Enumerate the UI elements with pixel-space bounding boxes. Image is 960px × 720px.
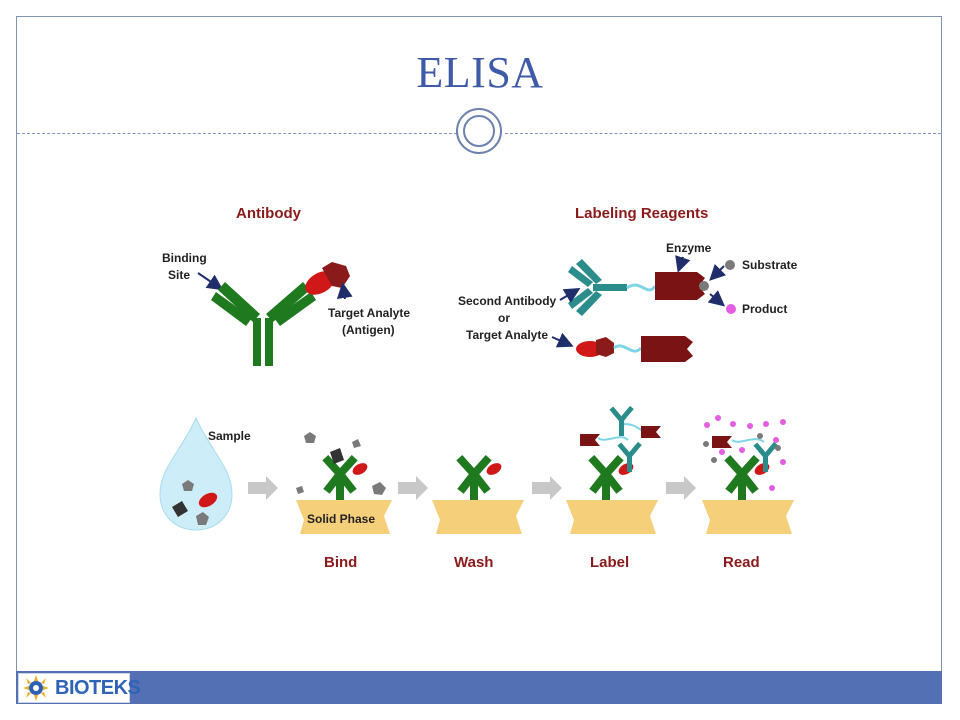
solid-phase-wash-icon — [432, 500, 524, 534]
labeling-target-arrow — [551, 332, 574, 348]
label-enzyme-icon — [580, 434, 600, 446]
binding-site-label-line2: Site — [168, 268, 190, 282]
read-antibody-icon — [724, 454, 760, 500]
sample-label: Sample — [208, 429, 251, 443]
step-label-label: Label — [590, 554, 629, 571]
logo-text: BIOTEKS — [55, 677, 141, 699]
bind-particle-icon — [296, 486, 304, 494]
bound-substrate-icon — [699, 281, 709, 291]
solid-phase-label: Solid Phase — [307, 512, 375, 526]
title-divider-left — [17, 133, 457, 134]
analyte-enzyme-icon — [641, 336, 693, 362]
linker-icon — [626, 283, 657, 292]
step-arrow-icon — [248, 476, 278, 500]
second-antibody-icon — [568, 259, 627, 316]
second-antibody-label: Second Antibody — [458, 294, 557, 308]
product-label: Product — [742, 302, 787, 316]
substrate-label: Substrate — [742, 258, 798, 272]
wash-antibody-icon — [456, 454, 492, 500]
title-divider-right — [505, 133, 941, 134]
analyte-linker-icon — [613, 344, 643, 353]
solid-phase-label-icon — [566, 500, 658, 534]
antigen-icon — [305, 262, 350, 295]
footer-bar — [16, 671, 942, 704]
free-second-antibody-icon — [609, 405, 634, 436]
free-enzyme-icon — [641, 426, 661, 438]
step-arrow-icon — [532, 476, 562, 500]
target-analyte-label: Target Analyte — [328, 306, 410, 320]
bioteks-logo: BIOTEKS — [18, 673, 141, 703]
antibody-heading: Antibody — [236, 205, 302, 222]
bind-particle-icon — [352, 439, 361, 448]
step-bind-label: Bind — [324, 554, 357, 571]
sample-particle-dark-icon — [172, 501, 188, 517]
target-analyte-arrow — [336, 282, 353, 300]
substrate-dot-icon — [725, 260, 735, 270]
solid-phase-read-icon — [702, 500, 794, 534]
labeling-target-analyte-label: Target Analyte — [466, 328, 548, 342]
slide-title: ELISA — [416, 48, 544, 97]
enzyme-arrow — [675, 255, 691, 273]
wash-antigen-icon — [486, 463, 502, 475]
substrate-arrow — [709, 263, 727, 281]
bind-antigen-icon — [352, 463, 368, 475]
labeled-analyte-icon — [576, 337, 614, 357]
labeling-reagents-heading: Labeling Reagents — [575, 205, 708, 222]
label-antibody-icon — [588, 454, 624, 500]
sample-particle-icon — [182, 480, 194, 491]
step-read-label: Read — [723, 554, 760, 571]
solid-phase-icon — [296, 500, 392, 534]
bind-particle-dark-icon — [330, 448, 344, 464]
bind-antibody-icon — [322, 454, 358, 500]
antibody-icon — [211, 282, 316, 366]
step-wash-label: Wash — [454, 554, 493, 571]
product-dot-icon — [726, 304, 736, 314]
or-label: or — [498, 311, 510, 325]
enzyme-icon — [655, 272, 705, 300]
binding-site-label-line1: Binding — [162, 251, 207, 265]
read-linker-icon — [731, 438, 765, 443]
bind-particle-icon — [304, 432, 316, 443]
sample-particle-icon — [196, 512, 209, 525]
second-antibody-arrow — [559, 287, 581, 303]
circle-ornament-icon — [456, 108, 502, 154]
antigen-label: (Antigen) — [342, 323, 395, 337]
step-arrow-icon — [666, 476, 696, 500]
read-enzyme-icon — [712, 436, 732, 448]
read-substrate-dots-icon — [703, 433, 781, 463]
sample-antigen-icon — [198, 492, 218, 508]
bind-particle-icon — [372, 482, 386, 495]
binding-site-arrow — [197, 272, 224, 291]
step-arrow-icon — [398, 476, 428, 500]
sun-logo-icon — [23, 675, 49, 701]
read-product-dots-icon — [704, 415, 786, 491]
product-arrow — [707, 290, 726, 307]
label-linker-icon — [597, 436, 629, 441]
enzyme-label: Enzyme — [666, 241, 712, 255]
